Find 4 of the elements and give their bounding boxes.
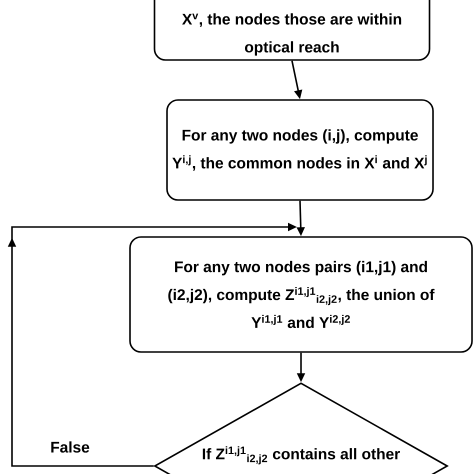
process-box: X$^{v}$, the nodes those are within optical reach <box>154 0 430 61</box>
edge-label: False <box>51 441 90 453</box>
process-box: For any two nodes pairs (i1,j1) and (i2,j2), compute Z$^{i1,j1}$$_{i2,j2}$, the union of Y$^{i1,j1}$ and Y$^{i2,j2}$ <box>129 236 473 353</box>
process-box: For any two nodes (i,j), compute Y$^{i,j}$, the common nodes in X$^{i}$ and X$^{j}$ <box>166 99 434 201</box>
